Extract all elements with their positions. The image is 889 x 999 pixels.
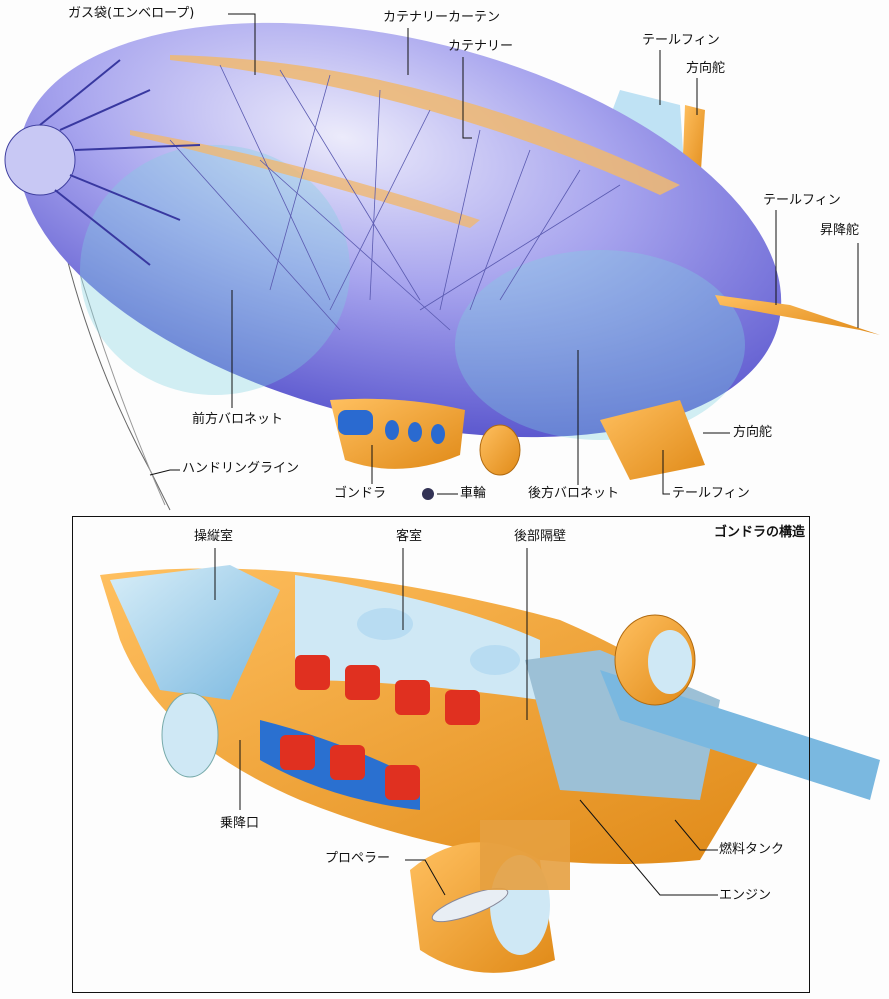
gondola-structure-frame xyxy=(72,516,810,993)
catenary-cables xyxy=(169,64,621,331)
door xyxy=(161,692,219,778)
front-ballonet xyxy=(80,145,350,395)
label-rudder-top: 方向舵 xyxy=(686,61,726,76)
wheel xyxy=(422,488,434,500)
elevator-fin xyxy=(715,295,880,335)
label-fuel-tank: 燃料タンク xyxy=(719,842,785,857)
label-propeller: プロペラー xyxy=(325,851,391,866)
label-tail-fin-side: テールフィン xyxy=(763,193,841,208)
label-catenary: カテナリー xyxy=(448,39,514,54)
label-rear-ballonet: 後方バロネット xyxy=(528,486,620,501)
label-tail-fin-bottom: テールフィン xyxy=(672,486,750,501)
label-engine: エンジン xyxy=(719,888,772,903)
label-catenary-curtain: カテナリーカーテン xyxy=(383,10,501,25)
label-gondola: ゴンドラ xyxy=(334,486,387,501)
seats xyxy=(280,655,480,800)
label-door: 乗降口 xyxy=(220,816,260,831)
leader-lines xyxy=(149,13,859,495)
catenary-curtain xyxy=(170,55,680,195)
label-handling-line: ハンドリングライン xyxy=(182,461,300,476)
label-tail-fin-top: テールフィン xyxy=(642,33,720,48)
gondola-structure-title: ゴンドラの構造 xyxy=(713,525,805,540)
label-cockpit: 操縦室 xyxy=(194,529,234,544)
propeller xyxy=(431,887,509,923)
label-wheel: 車輪 xyxy=(460,486,487,501)
label-envelope: ガス袋(エンベロープ) xyxy=(68,6,195,21)
label-rudder-bottom: 方向舵 xyxy=(733,425,773,440)
label-front-ballonet: 前方バロネット xyxy=(192,412,284,427)
engine-duct xyxy=(479,424,521,476)
envelope xyxy=(18,22,782,438)
label-elevator: 昇降舵 xyxy=(820,223,860,238)
gondola-leader-lines xyxy=(214,548,718,896)
gondola-cutaway xyxy=(100,565,880,973)
label-cabin: 客室 xyxy=(396,529,423,544)
handling-line xyxy=(59,229,171,511)
tail-fin-bottom xyxy=(600,400,705,480)
rear-ballonet xyxy=(455,250,745,440)
label-rear-bulkhead: 後部隔壁 xyxy=(514,529,567,544)
